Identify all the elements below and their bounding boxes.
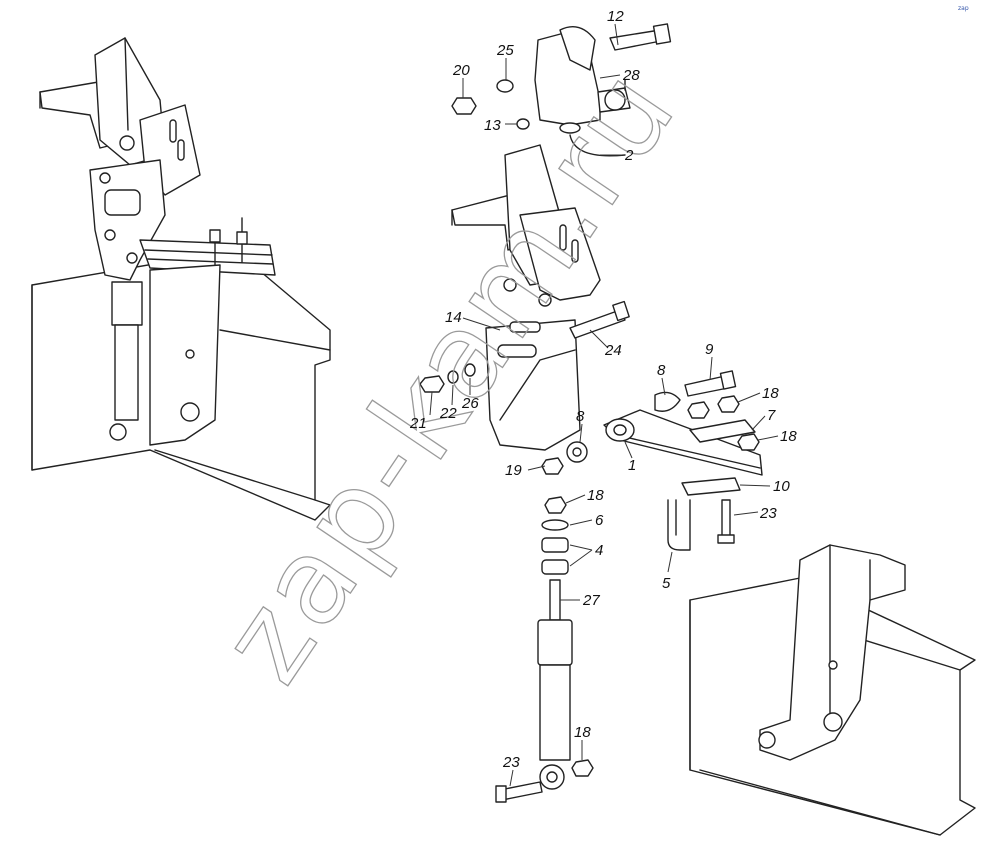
callout-24: 24 [604, 342, 622, 359]
callout-20: 20 [452, 62, 470, 79]
callout-18-upper: 18 [762, 385, 779, 402]
callout-labels: 12 25 20 28 13 2 14 24 9 8 18 7 18 8 21 … [409, 8, 797, 771]
part-1-spring [541, 370, 763, 551]
shock-absorber [495, 496, 594, 803]
callout-25: 25 [496, 42, 514, 59]
callout-28: 28 [622, 67, 640, 84]
callout-18-shock-top: 18 [587, 487, 604, 504]
callout-6: 6 [595, 512, 604, 529]
callout-10: 10 [773, 478, 790, 495]
callout-14: 14 [445, 309, 462, 326]
callout-22: 22 [439, 405, 457, 422]
left-assembly [31, 37, 331, 521]
callout-1: 1 [628, 457, 636, 474]
callout-23-upper: 23 [759, 505, 777, 522]
logo-text: zap [958, 5, 969, 12]
callout-23-lower: 23 [502, 754, 520, 771]
right-assembly [689, 544, 976, 836]
callout-7: 7 [767, 407, 776, 424]
center-bracket [451, 144, 601, 307]
callout-13: 13 [484, 117, 501, 134]
callout-8-lower: 8 [576, 408, 585, 425]
callout-2: 2 [624, 147, 634, 164]
part-14-plate [419, 300, 630, 451]
part-28-bracket [451, 23, 672, 157]
callout-21: 21 [409, 415, 427, 432]
callout-12: 12 [607, 8, 624, 25]
callout-27: 27 [582, 592, 600, 609]
callout-4: 4 [595, 542, 603, 559]
callout-9: 9 [705, 341, 714, 358]
callout-19: 19 [505, 462, 522, 479]
callout-26: 26 [461, 395, 479, 412]
callout-18-mid: 18 [780, 428, 797, 445]
callout-5: 5 [662, 575, 671, 592]
leader-lines [429, 23, 779, 787]
callout-8-upper: 8 [657, 362, 666, 379]
callout-18-shock-bottom: 18 [574, 724, 591, 741]
